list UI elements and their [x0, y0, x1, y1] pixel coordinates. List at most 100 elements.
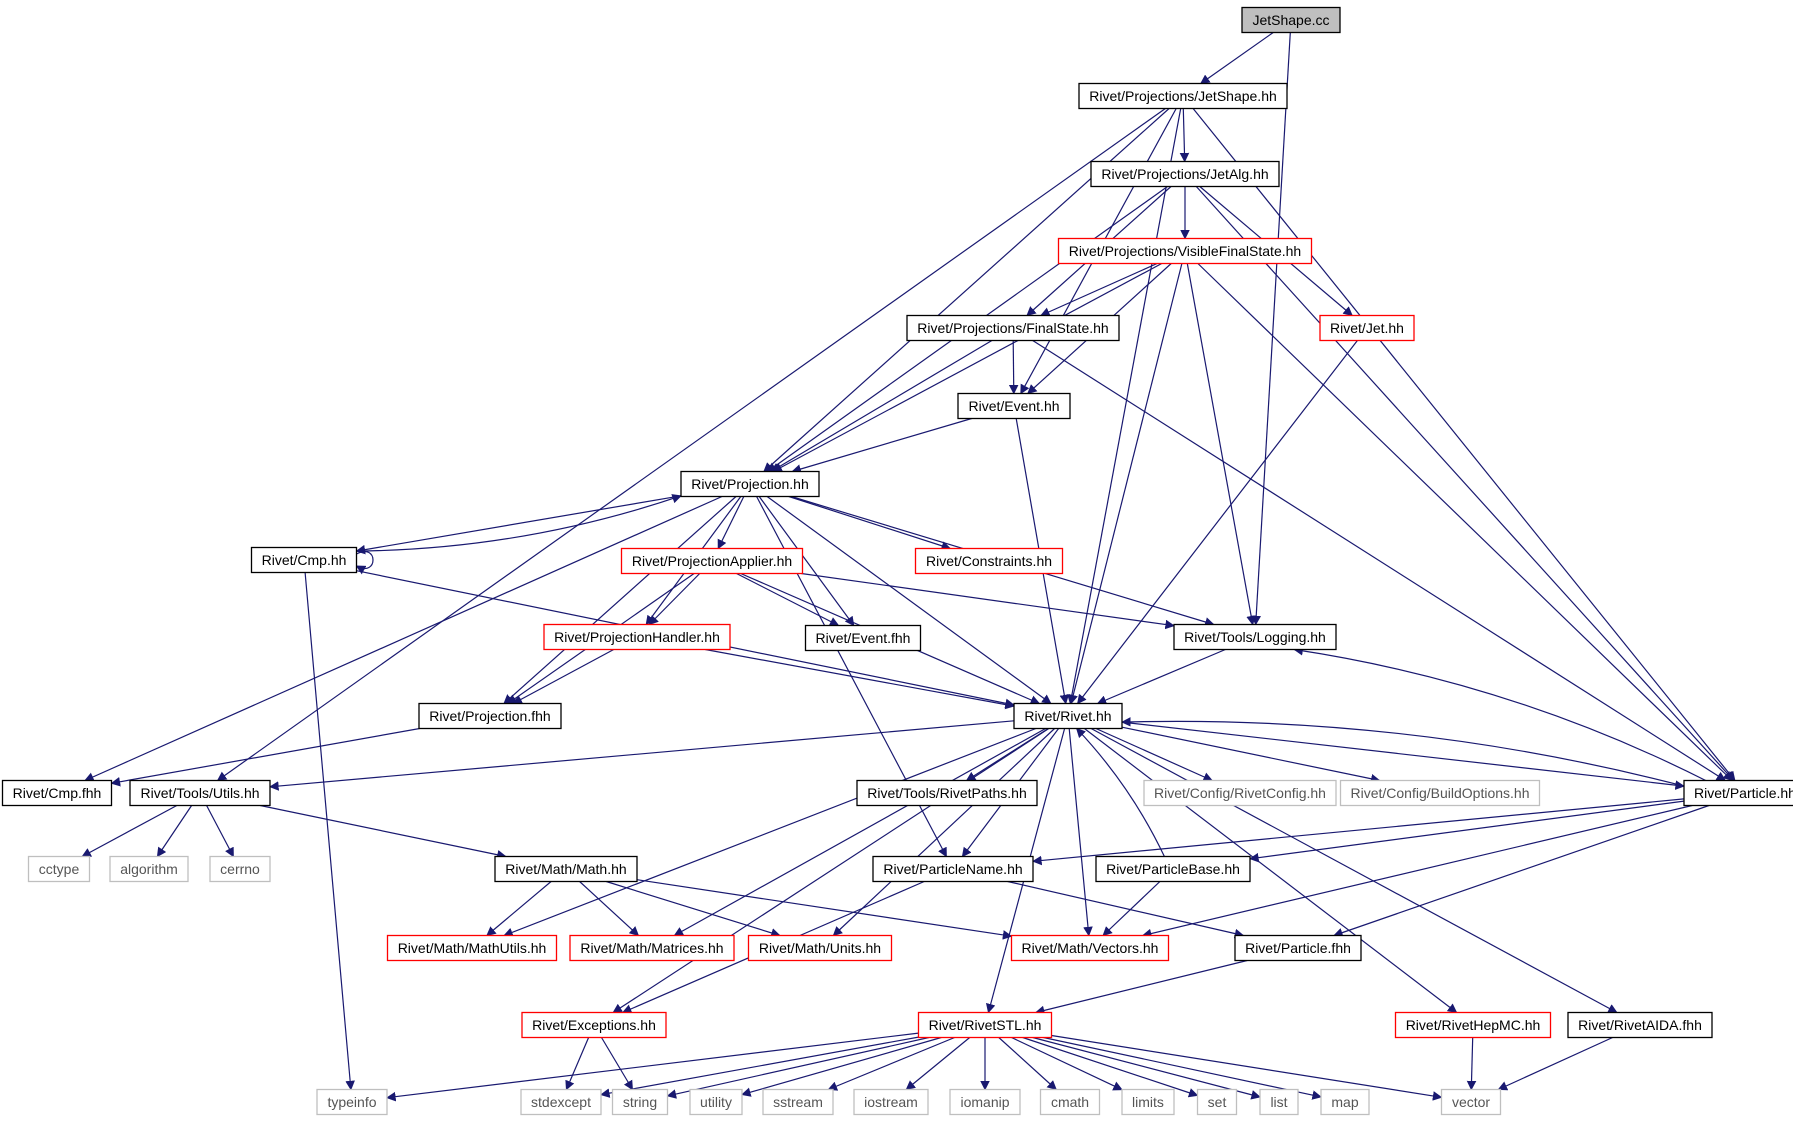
node-rivet-hh[interactable]: Rivet/Rivet.hh	[1013, 702, 1123, 730]
edge-projection-hh-to-event-fhh	[758, 496, 855, 627]
edge-line	[741, 1036, 942, 1097]
edge-line	[1032, 798, 1685, 866]
node-cmp-fhh[interactable]: Rivet/Cmp.fhh	[1, 779, 113, 807]
node-particlename-hh[interactable]: Rivet/ParticleName.hh	[872, 855, 1034, 883]
edge-line	[1466, 1037, 1477, 1091]
node-label: string	[623, 1094, 657, 1110]
node-box	[209, 855, 271, 883]
node-rivetstl-hh[interactable]: Rivet/RivetSTL.hh	[917, 1011, 1053, 1039]
node-box	[521, 1011, 667, 1039]
node-box	[316, 1088, 388, 1116]
node-label: Rivet/Particle.hh	[1694, 785, 1793, 801]
node-box	[906, 314, 1120, 342]
node-event-fhh[interactable]: Rivet/Event.fhh	[804, 624, 922, 652]
node-label: cctype	[39, 861, 80, 877]
edge-line	[788, 495, 952, 551]
node-label: Rivet/Event.fhh	[816, 630, 911, 646]
edge-line	[156, 805, 193, 858]
edge-line	[565, 1037, 590, 1091]
node-config-rivetconfig-hh: Rivet/Config/RivetConfig.hh	[1143, 779, 1337, 807]
node-proj-jetshape-hh[interactable]: Rivet/Projections/JetShape.hh	[1078, 82, 1288, 110]
edge-proj-jetshape-hh-to-rivet-hh	[1067, 108, 1182, 705]
node-label: Rivet/RivetAIDA.fhh	[1578, 1017, 1702, 1033]
node-tools-logging-hh[interactable]: Rivet/Tools/Logging.hh	[1173, 623, 1337, 651]
edge-math-math-hh-to-math-mathutils-hh	[486, 881, 552, 937]
node-tools-rivetpaths-hh[interactable]: Rivet/Tools/RivetPaths.hh	[856, 779, 1038, 807]
node-set: set	[1196, 1088, 1238, 1116]
edge-line	[832, 728, 1056, 937]
edge-line	[1068, 263, 1183, 705]
node-math-matrices-hh[interactable]: Rivet/Math/Matrices.hh	[569, 934, 735, 962]
node-math-vectors-hh[interactable]: Rivet/Math/Vectors.hh	[1010, 934, 1170, 962]
node-exceptions-hh[interactable]: Rivet/Exceptions.hh	[521, 1011, 667, 1039]
node-projectionhandler-hh[interactable]: Rivet/ProjectionHandler.hh	[543, 623, 731, 651]
node-box	[569, 934, 735, 962]
node-proj-finalstate-hh[interactable]: Rivet/Projections/FinalState.hh	[906, 314, 1120, 342]
edge-line	[1141, 804, 1693, 939]
node-box	[611, 1088, 669, 1116]
node-constraints-hh[interactable]: Rivet/Constraints.hh	[914, 547, 1064, 575]
node-event-hh[interactable]: Rivet/Event.hh	[957, 392, 1071, 420]
node-label: Rivet/Projection.fhh	[429, 708, 550, 724]
node-label: Rivet/ParticleName.hh	[883, 861, 1022, 877]
node-box	[949, 1088, 1021, 1116]
edge-projection-hh-to-cmp-fhh	[84, 495, 723, 782]
edge-tools-utils-hh-to-algorithm	[156, 805, 193, 858]
node-label: utility	[700, 1094, 732, 1110]
node-tools-utils-hh[interactable]: Rivet/Tools/Utils.hh	[129, 779, 271, 807]
edge-rivetstl-hh-to-string	[666, 1036, 930, 1099]
node-particlebase-hh[interactable]: Rivet/ParticleBase.hh	[1095, 855, 1251, 883]
edge-particlename-hh-to-particle-fhh	[1007, 880, 1245, 939]
edge-particle-hh-to-particle-fhh	[1333, 804, 1710, 938]
node-rivetaida-fhh[interactable]: Rivet/RivetAIDA.fhh	[1567, 1011, 1713, 1039]
node-box	[250, 546, 358, 574]
edge-math-math-hh-to-math-units-hh	[606, 880, 781, 938]
edge-particle-hh-to-particlebase-hh	[1249, 800, 1685, 863]
node-box	[1241, 6, 1341, 34]
edge-line	[579, 881, 640, 937]
node-box	[1078, 82, 1288, 110]
edge-line	[801, 572, 1175, 630]
node-proj-visiblefinalstate-hh[interactable]: Rivet/Projections/VisibleFinalState.hh	[1057, 237, 1313, 265]
edge-jetshape-cc-to-proj-jetshape-hh	[1200, 32, 1274, 85]
node-label: iostream	[864, 1094, 918, 1110]
node-label: Rivet/ParticleBase.hh	[1106, 861, 1240, 877]
edge-line	[791, 417, 972, 474]
edge-cmp-hh-to-cmp-hh	[355, 551, 374, 575]
edge-line	[905, 1037, 971, 1091]
edge-line	[1121, 721, 1685, 790]
node-label: set	[1208, 1094, 1227, 1110]
edge-line	[1051, 1034, 1443, 1101]
edge-line	[1293, 646, 1706, 782]
node-particle-fhh[interactable]: Rivet/Particle.fhh	[1234, 934, 1362, 962]
node-jet-hh[interactable]: Rivet/Jet.hh	[1319, 314, 1415, 342]
edge-line	[1195, 186, 1735, 782]
edge-proj-visiblefinalstate-hh-to-tools-logging-hh	[1186, 263, 1256, 626]
edge-proj-finalstate-hh-to-particle-hh	[1032, 339, 1727, 782]
node-label: Rivet/Math/Vectors.hh	[1022, 940, 1159, 956]
edge-line	[1034, 959, 1248, 1016]
node-label: Rivet/Event.hh	[968, 398, 1059, 414]
edge-exceptions-hh-to-stdexcept	[565, 1037, 590, 1091]
node-math-mathutils-hh[interactable]: Rivet/Math/MathUtils.hh	[386, 934, 558, 962]
node-projection-hh[interactable]: Rivet/Projection.hh	[680, 470, 820, 498]
edge-line	[766, 496, 1052, 705]
node-math-units-hh[interactable]: Rivet/Math/Units.hh	[747, 934, 893, 962]
node-label: Rivet/Tools/Logging.hh	[1184, 629, 1326, 645]
edge-tools-utils-hh-to-cerrno	[206, 805, 234, 858]
node-rivethepmc-hh[interactable]: Rivet/RivetHepMC.hh	[1394, 1011, 1552, 1039]
node-proj-jetalg-hh[interactable]: Rivet/Projections/JetAlg.hh	[1090, 160, 1280, 188]
edge-proj-jetshape-hh-to-particle-hh	[1192, 108, 1736, 782]
edge-projectionhandler-hh-to-rivet-hh	[705, 648, 1015, 710]
edge-proj-visiblefinalstate-hh-to-rivet-hh	[1068, 263, 1183, 705]
edge-projection-hh-to-rivet-hh	[766, 496, 1052, 705]
node-projection-fhh[interactable]: Rivet/Projection.fhh	[418, 702, 562, 730]
node-label: cmath	[1051, 1094, 1089, 1110]
node-cmp-hh[interactable]: Rivet/Cmp.hh	[250, 546, 358, 574]
node-particle-hh[interactable]: Rivet/Particle.hh	[1683, 779, 1793, 807]
node-string: string	[611, 1088, 669, 1116]
node-box	[1, 779, 113, 807]
node-math-math-hh[interactable]: Rivet/Math/Math.hh	[494, 855, 638, 883]
node-box	[418, 702, 562, 730]
node-projectionapplier-hh[interactable]: Rivet/ProjectionApplier.hh	[620, 547, 804, 575]
